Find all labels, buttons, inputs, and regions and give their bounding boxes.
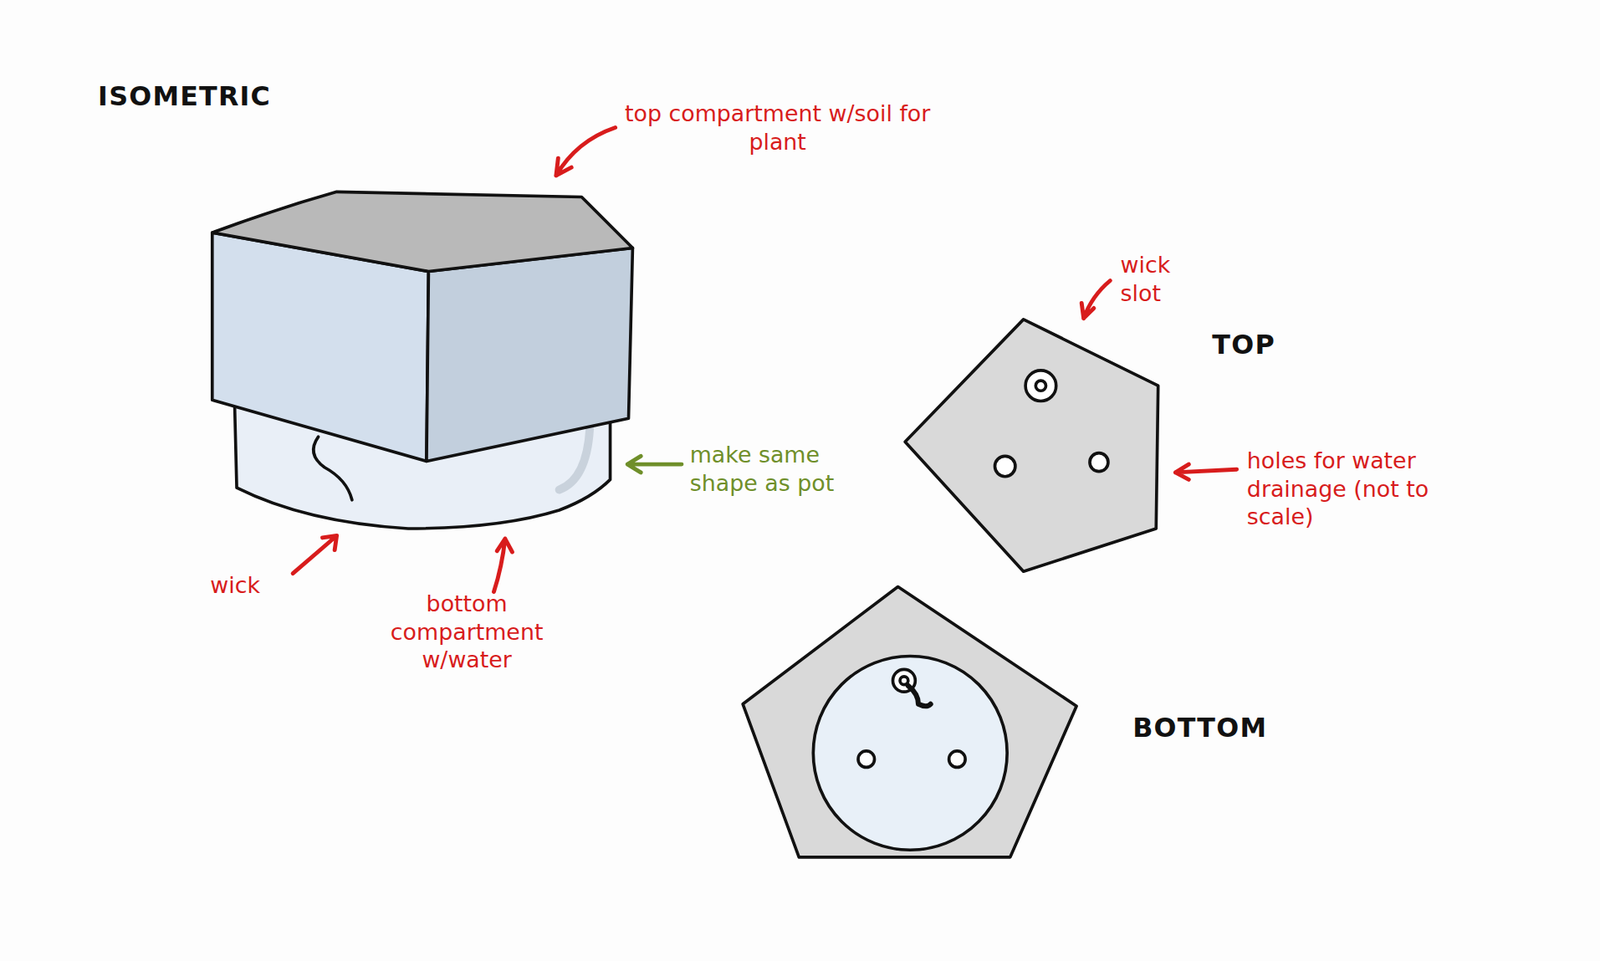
leader-arrow [1175,464,1237,480]
wick-slot [899,676,909,685]
top-view [904,319,1159,572]
top-face [212,191,634,271]
wick-slot [1035,380,1046,391]
reservoir [812,655,1008,850]
side-face [426,247,633,461]
shading [559,428,591,490]
callout-note: holes for water drainage (not to scale) [1247,446,1467,532]
wick [908,685,931,706]
wick-slot [1025,370,1057,402]
leader-arrow [1081,281,1110,319]
callout-note: bottom compartment w/water [362,589,572,675]
drain-hole [858,751,875,768]
callout-note: wick slot [1120,250,1192,307]
callout-note: wick [209,571,292,600]
view-title: TOP [1211,328,1304,363]
view-title: ISOMETRIC [97,79,323,113]
wick [313,436,353,501]
view-title: BOTTOM [1132,710,1276,745]
leader-arrow [292,536,337,574]
callout-note: make same shape as pot [690,440,885,497]
drain-hole [949,751,967,768]
leader-arrow [627,455,682,473]
drain-hole [1089,453,1109,472]
leader-arrow [493,538,512,592]
bottom-view [742,587,1077,858]
drain-hole [995,455,1016,476]
leader-arrow [556,127,616,176]
callout-note: top compartment w/soil for plant [624,100,931,157]
